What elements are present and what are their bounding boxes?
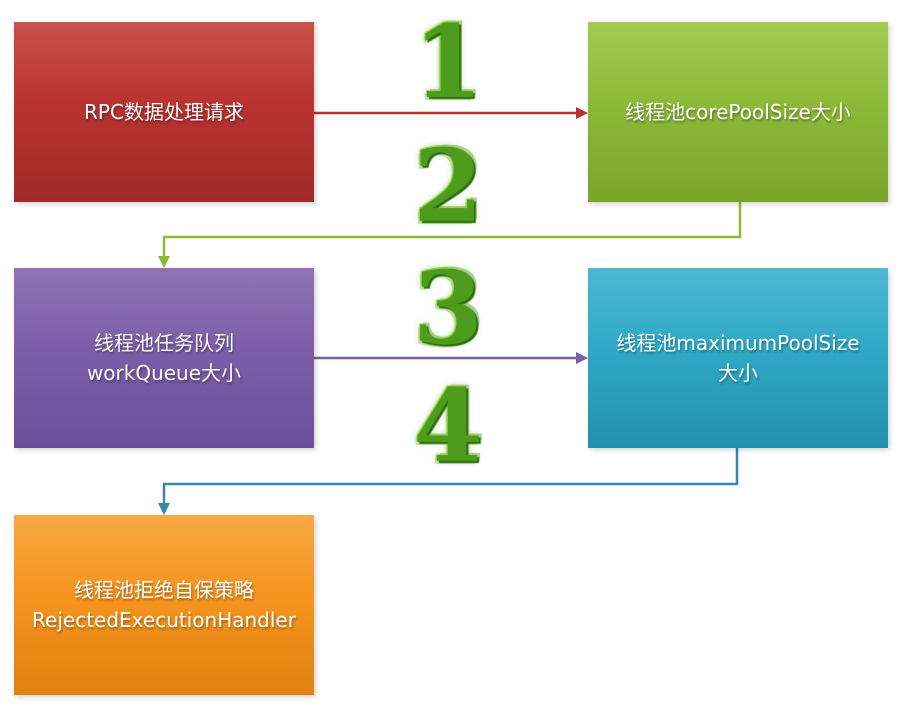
box-maximum-pool-size-label-2: 大小 [718,361,758,385]
box-core-pool-size-label: 线程池corePoolSize大小 [625,100,851,124]
step-number-3: 3 [413,249,483,367]
box-core-pool-size: 线程池corePoolSize大小 [588,22,888,202]
box-work-queue-label-2: workQueue大小 [86,361,242,385]
box-rejected-handler-label: 线程池拒绝自保策略 [74,578,254,602]
box-rejected-handler-label-2: RejectedExecutionHandler [32,608,296,632]
step-number-4: 4 [413,367,483,485]
box-maximum-pool-size: 线程池maximumPoolSize 大小 [588,268,888,448]
step-number-1: 1 [413,3,483,121]
box-rpc-request-label: RPC数据处理请求 [84,100,244,124]
box-work-queue: 线程池任务队列 workQueue大小 [14,268,314,448]
arrow-rpc-to-corepool-head [576,107,588,119]
box-rejected-handler: 线程池拒绝自保策略 RejectedExecutionHandler [14,515,314,695]
arrow-maxpool-to-handler-head [158,503,170,515]
box-work-queue-label: 线程池任务队列 [94,331,234,355]
arrow-workqueue-to-maxpool-head [576,352,588,364]
box-rpc-request: RPC数据处理请求 [14,22,314,202]
arrow-corepool-to-workqueue-head [158,256,170,268]
box-maximum-pool-size-label: 线程池maximumPoolSize [616,331,860,355]
step-number-2: 2 [413,127,483,245]
